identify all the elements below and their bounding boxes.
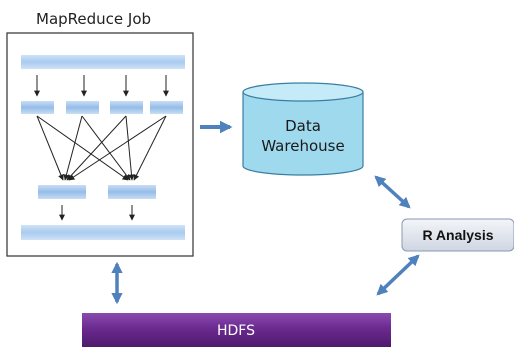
r-analysis-label: R Analysis — [422, 227, 493, 243]
shuffle-arrows — [36, 115, 167, 181]
shuffle-arrow — [81, 115, 131, 181]
cylinder-top — [242, 82, 364, 102]
r-analysis-box: R Analysis — [401, 218, 514, 252]
warehouse-r-double-arrow — [374, 175, 411, 209]
hdfs-bar-bg — [82, 313, 391, 347]
warehouse-label-line2: Warehouse — [261, 137, 344, 155]
data-warehouse-cylinder: Data Warehouse — [242, 82, 364, 176]
input-split-bar — [21, 55, 185, 69]
shuffle-arrow — [63, 115, 83, 181]
shuffle-arrow — [36, 115, 129, 181]
reduce-task — [38, 185, 86, 199]
shuffle-arrow — [125, 115, 135, 181]
reduce-task — [108, 185, 156, 199]
r-analysis-box-bg — [401, 218, 514, 252]
shuffle-arrow — [66, 115, 127, 181]
hdfs-label: HDFS — [217, 323, 255, 339]
r-hdfs-double-arrow — [376, 254, 420, 296]
shuffle-arrow — [133, 115, 167, 181]
mapreduce-job-title: MapReduce Job — [36, 10, 151, 28]
shuffle-arrow — [68, 115, 167, 181]
cylinder-body — [242, 91, 364, 176]
hdfs-bar: HDFS — [82, 313, 391, 347]
input-to-map-arrows — [34, 75, 169, 97]
map-task — [150, 101, 183, 114]
output-bar — [21, 225, 185, 240]
shuffle-arrow — [36, 115, 64, 181]
map-task — [66, 101, 99, 114]
map-task — [21, 101, 54, 114]
map-task — [110, 101, 143, 114]
warehouse-label-line1: Data — [285, 117, 321, 135]
reduce-to-output-arrows — [59, 205, 135, 221]
